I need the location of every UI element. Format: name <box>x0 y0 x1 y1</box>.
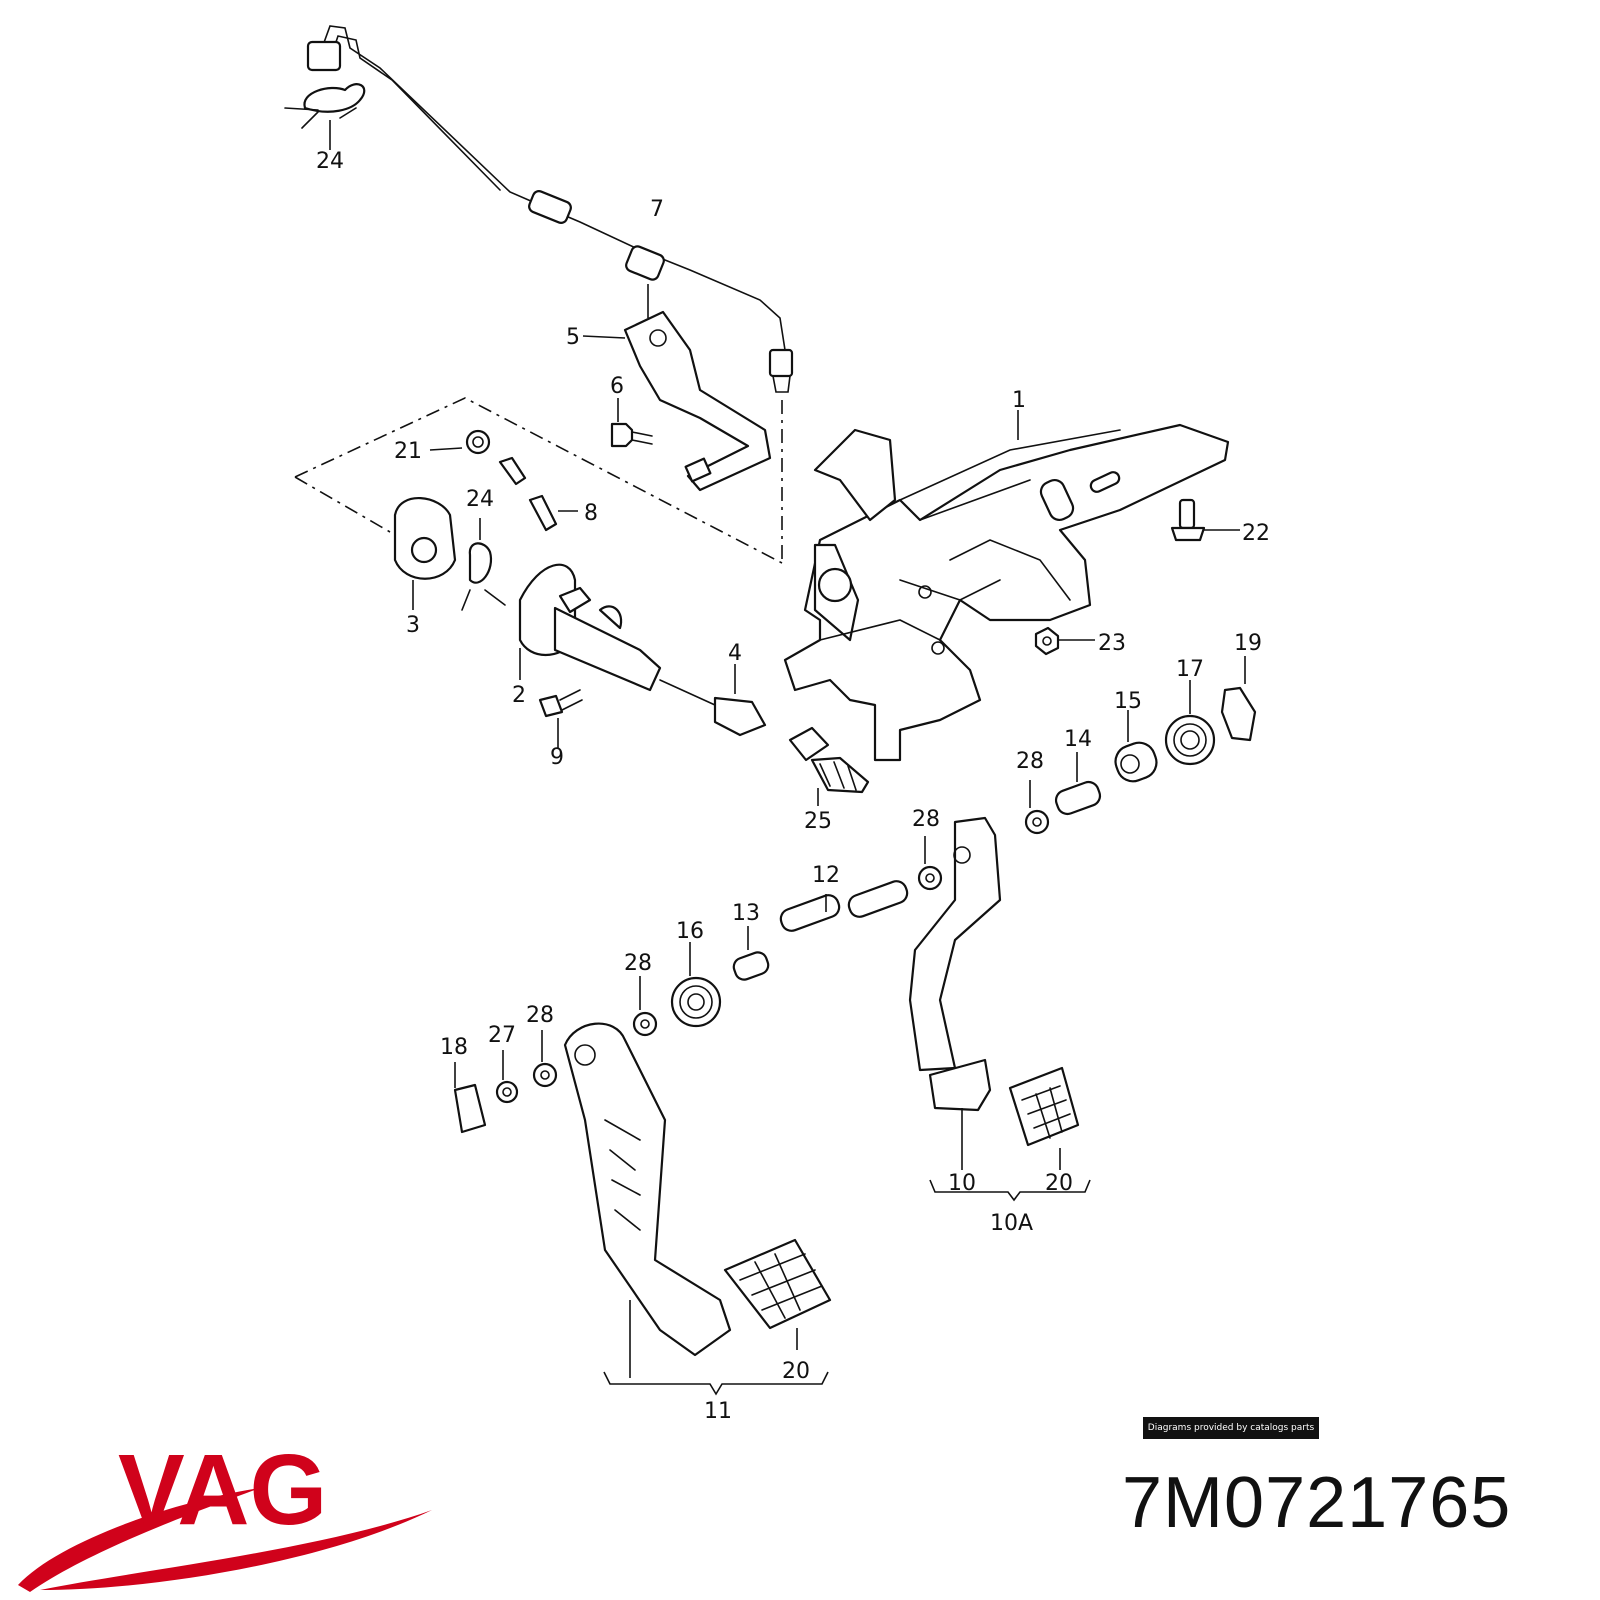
callout-3: 3 <box>406 613 420 638</box>
callout-4: 4 <box>728 641 742 666</box>
callout-24-top: 24 <box>316 149 344 174</box>
diagram-credit-banner: Diagrams provided by catalogs parts <box>1143 1417 1319 1439</box>
callout-13: 13 <box>732 901 760 926</box>
part-number: 7M0721765 <box>1122 1463 1512 1543</box>
clutch-pedal-10 <box>908 816 1002 1112</box>
callout-18: 18 <box>440 1035 468 1060</box>
callout-7: 7 <box>650 197 664 222</box>
callout-22: 22 <box>1242 521 1270 546</box>
callout-20-clutch: 20 <box>1045 1171 1073 1196</box>
washer-28-d <box>532 1062 558 1088</box>
callout-28-b: 28 <box>912 807 940 832</box>
switch-25 <box>788 726 870 794</box>
bolt-9 <box>538 689 583 718</box>
bushing-15 <box>1114 741 1158 783</box>
master-cylinder-2 <box>518 563 716 706</box>
return-spring-16 <box>670 976 722 1028</box>
clip-4 <box>713 696 767 737</box>
callout-11: 11 <box>704 1399 732 1424</box>
callout-9: 9 <box>550 745 564 770</box>
pedal-bracket-1 <box>783 423 1230 762</box>
callout-8: 8 <box>584 501 598 526</box>
washer-28-a <box>1024 809 1050 835</box>
callout-2: 2 <box>512 683 526 708</box>
callout-27: 27 <box>488 1023 516 1048</box>
washer-27 <box>495 1080 519 1104</box>
vag-logo: VAG <box>18 1440 432 1592</box>
seal-3 <box>393 497 457 580</box>
pivot-spring-17 <box>1164 714 1216 766</box>
clip-24-top <box>284 83 366 129</box>
brake-pedal-11 <box>563 1022 732 1357</box>
callout-16: 16 <box>676 919 704 944</box>
pedal-pad-20-a <box>1008 1066 1080 1147</box>
clip-18 <box>453 1083 487 1134</box>
clamp-21 <box>465 429 491 455</box>
callout-23: 23 <box>1098 631 1126 656</box>
bracket-19 <box>1220 686 1257 742</box>
callout-15: 15 <box>1114 689 1142 714</box>
bolt-22 <box>1170 498 1206 542</box>
callout-24-mid: 24 <box>466 487 494 512</box>
callout-6: 6 <box>610 374 624 399</box>
callout-20-brake: 20 <box>782 1359 810 1384</box>
hose-8 <box>498 456 558 532</box>
callout-19: 19 <box>1234 631 1262 656</box>
callout-17: 17 <box>1176 657 1204 682</box>
pedal-pad-20-b <box>723 1238 832 1330</box>
callout-21: 21 <box>394 439 422 464</box>
washer-28-c <box>632 1011 658 1037</box>
callout-1: 1 <box>1012 388 1026 413</box>
clip-24-mid <box>461 542 506 611</box>
callout-5: 5 <box>566 325 580 350</box>
callout-28-d: 28 <box>526 1003 554 1028</box>
callout-28-a: 28 <box>1016 749 1044 774</box>
callout-28-c: 28 <box>624 951 652 976</box>
callout-25: 25 <box>804 809 832 834</box>
sleeve-14 <box>1054 780 1102 816</box>
callout-10a: 10A <box>990 1211 1033 1236</box>
callout-12: 12 <box>812 863 840 888</box>
bolt-6 <box>610 422 653 448</box>
diagram-credit-text: Diagrams provided by catalogs parts <box>1147 1423 1315 1433</box>
pivot-shaft-12 <box>779 880 909 932</box>
clutch-hydraulic-line <box>306 25 794 393</box>
bracket-5 <box>623 310 772 492</box>
callout-10: 10 <box>948 1171 976 1196</box>
nut-23 <box>1034 626 1060 656</box>
bushing-13 <box>732 951 770 981</box>
callout-14: 14 <box>1064 727 1092 752</box>
washer-28-b <box>917 865 943 891</box>
brand-name: VAG <box>118 1440 327 1546</box>
